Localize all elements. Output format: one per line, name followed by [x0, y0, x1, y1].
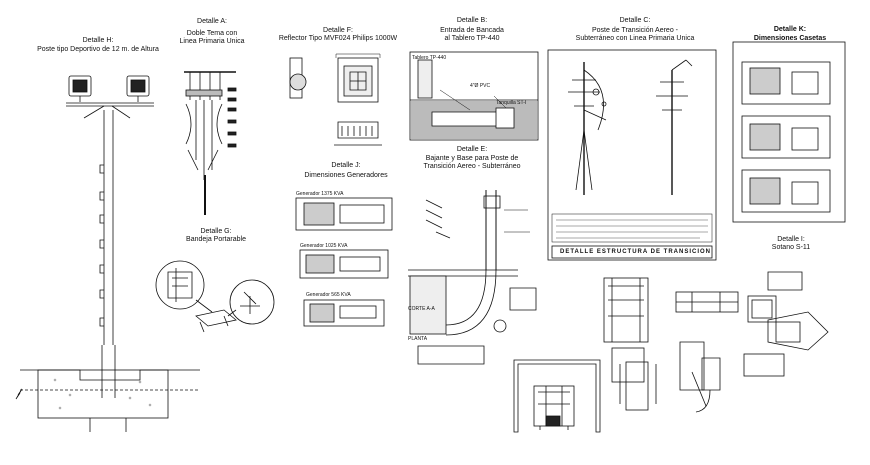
detail-e-plan-label: PLANTA: [408, 336, 428, 342]
detail-j-desc: Dimensiones Generadores: [304, 172, 388, 179]
detail-g-desc: Bandeja Portarable: [186, 236, 246, 243]
detail-e-line2: Transición Aereo - Subterráneo: [423, 163, 521, 170]
detail-b-tag-pvc: 4"Ø PVC: [470, 83, 491, 89]
bank-entry-drawing: [409, 51, 539, 141]
double-tap-drawing: [184, 71, 237, 215]
detail-b-line2: al Tablero TP-440: [444, 35, 500, 42]
detail-f-title: Detalle F:: [323, 27, 353, 34]
detail-e-title: Detalle E:: [456, 146, 488, 153]
detail-b-title: Detalle B:: [456, 17, 488, 24]
detail-b-tag-tank: Tanquilla ST-I: [496, 100, 527, 106]
detail-a-line2: Linea Primaria Unica: [179, 38, 245, 45]
generator-1375-label: Generador 1375 KVA: [296, 191, 344, 197]
detail-g-title: Detalle G:: [200, 228, 232, 235]
transition-pole-drawing: [547, 49, 717, 261]
basement-details-drawing: [603, 271, 829, 413]
detail-c-line1: Poste de Transición Aereo -: [592, 27, 678, 34]
sports-pole-drawing: [15, 75, 200, 432]
detail-k-title: Detalle K:: [773, 26, 807, 33]
detail-c-banner: DETALLE ESTRUCTURA DE TRANSICION: [560, 249, 711, 255]
booth-dimensions-drawing: [732, 41, 846, 223]
generators-drawing: [295, 197, 393, 327]
reflector-drawing: [289, 53, 382, 146]
riser-base-drawing: [408, 190, 537, 365]
detail-i-title: Detalle I:: [777, 236, 805, 243]
portable-tray-drawing: [155, 260, 275, 333]
bottom-structure-drawing: [513, 359, 601, 433]
detail-c-line2: Subterráneo con Linea Primaria Unica: [575, 35, 695, 42]
detail-a-line1: Doble Tema con: [186, 30, 238, 37]
detail-e-line1: Bajante y Base para Poste de: [425, 155, 519, 162]
detail-b-line1: Entrada de Bancada: [440, 27, 504, 34]
detail-h-desc: Poste tipo Deportivo de 12 m. de Altura: [37, 46, 159, 53]
detail-k-desc: Dimensiones Casetas: [753, 35, 827, 42]
detail-h-title: Detalle H:: [82, 37, 114, 44]
detail-b-tag-panel: Tablero TP-440: [412, 55, 447, 61]
detail-c-title: Detalle C:: [619, 17, 651, 24]
detail-a-title: Detalle A:: [197, 18, 227, 25]
detail-j-title: Detalle J:: [331, 162, 361, 169]
generator-565-label: Generador 565 KVA: [306, 292, 351, 298]
detail-i-desc: Sotano S-11: [771, 244, 811, 251]
generator-1025-label: Generador 1025 KVA: [300, 243, 348, 249]
detail-f-desc: Reflector Tipo MVF024 Philips 1000W: [278, 35, 398, 42]
detail-e-section-label: CORTE A-A: [408, 306, 435, 312]
